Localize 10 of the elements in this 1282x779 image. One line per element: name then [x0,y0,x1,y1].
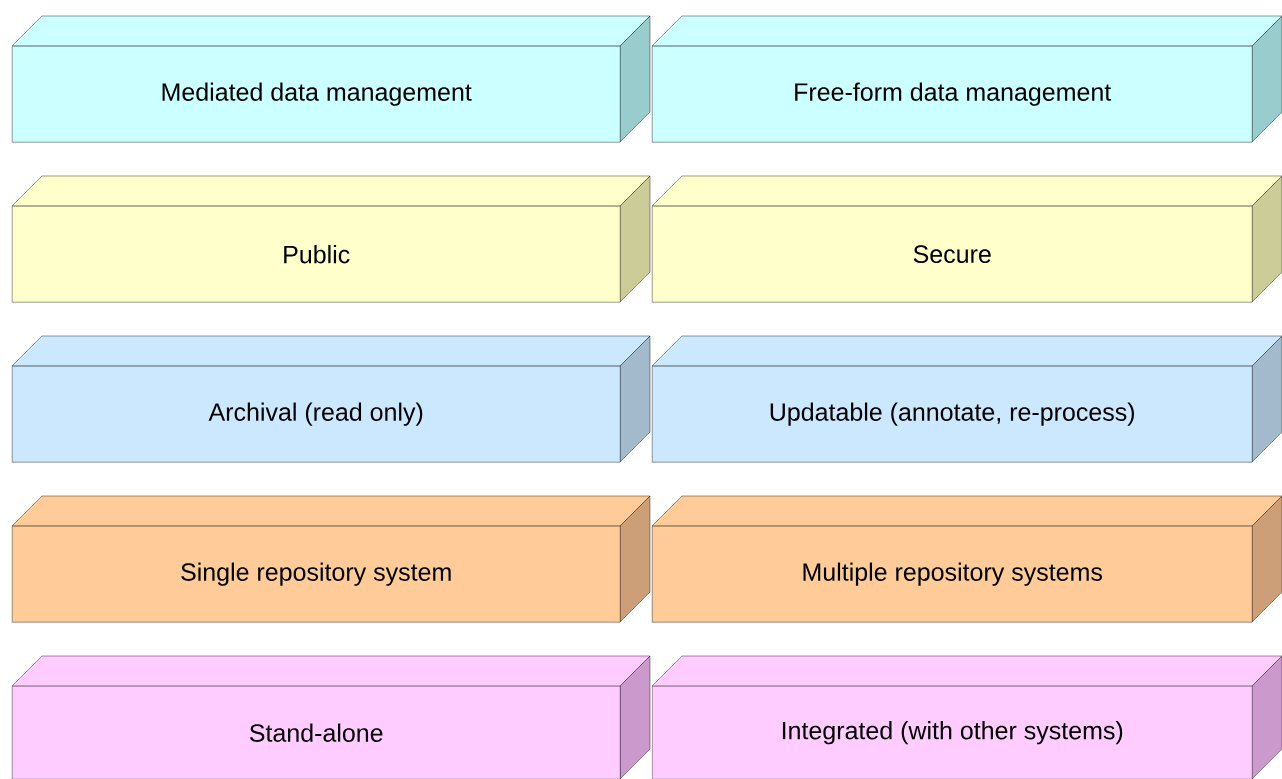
box-3d: Single repository system [11,495,651,623]
box-3d: Stand-alone [11,655,651,779]
box-3d: Multiple repository systems [651,495,1282,623]
box-3d: Integrated (with other systems) [651,655,1282,779]
box-3d: Updatable (annotate, re-process) [651,335,1282,463]
box-3d: Archival (read only) [11,335,651,463]
box-3d: Mediated data management [11,15,651,143]
box-3d: Free-form data management [651,15,1282,143]
box-3d: Public [11,175,651,303]
box-3d: Secure [651,175,1282,303]
